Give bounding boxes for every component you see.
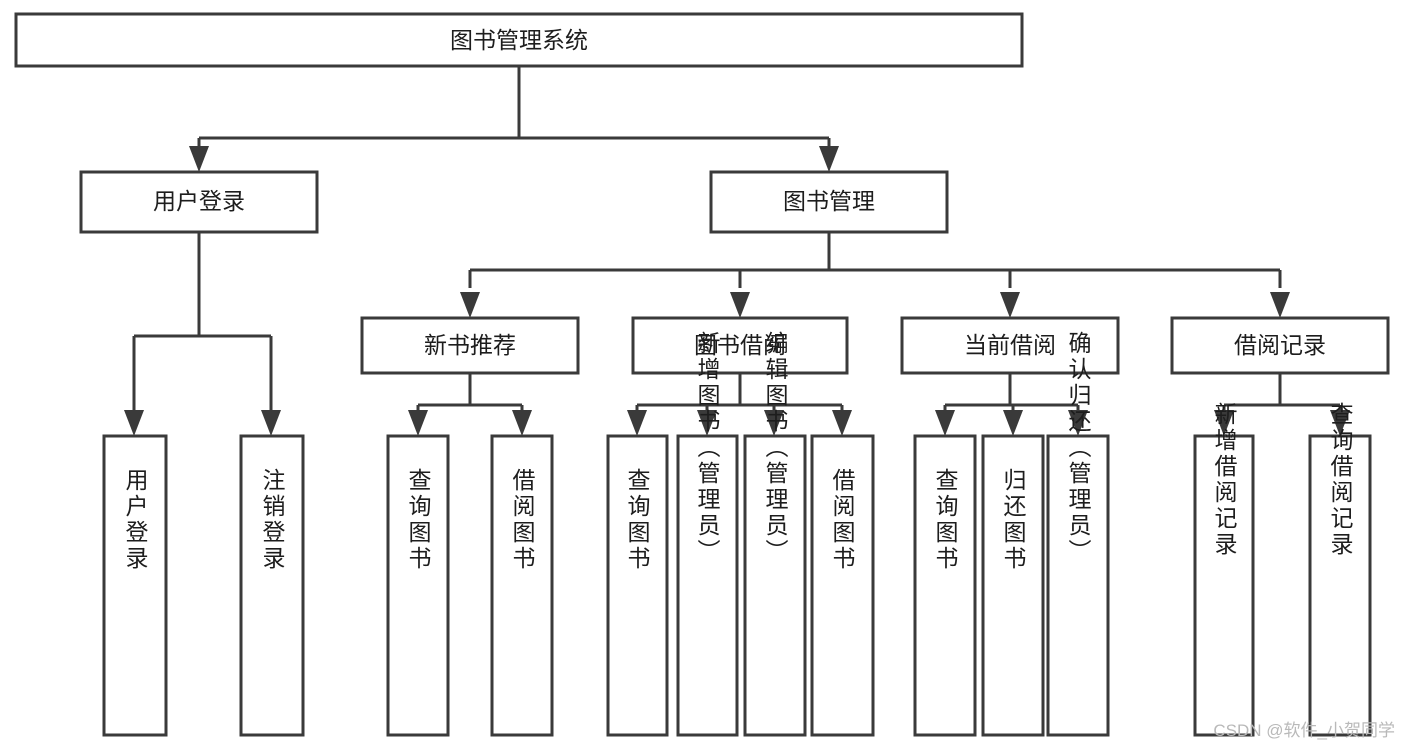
arrow-to-leaf-borrow-book-1 [512,410,532,436]
node-root-label: 图书管理系统 [450,27,588,53]
connector-group-book-borrow [635,373,844,412]
node-book-manage[interactable]: 图书管理 [709,170,949,234]
node-leaf-return-book-label: 归还图书 [1000,468,1027,572]
arrow-to-leaf-return-book [1003,410,1023,436]
connector-group-borrow-record [1222,373,1342,412]
arrow-to-leaf-logout-login [261,410,281,436]
node-leaf-query-record[interactable]: 查询借阅记录 [1308,402,1372,737]
node-user-login[interactable]: 用户登录 [79,170,319,234]
arrow-to-leaf-query-book-3 [935,410,955,436]
node-leaf-user-login-label: 用户登录 [122,468,149,572]
node-current-borrow[interactable]: 当前借阅 [900,316,1120,375]
node-leaf-borrow-book-1-label: 借阅图书 [509,468,536,572]
node-leaf-add-book[interactable]: 新增图书（管理员） [676,331,739,737]
arrow-to-borrow-record [1270,292,1290,318]
connector-group-current-borrow [943,373,1080,412]
node-user-login-label: 用户登录 [153,188,245,214]
arrow-to-new-book-recommend [460,292,480,318]
node-leaf-query-record-label: 查询借阅记录 [1327,402,1354,558]
node-leaf-query-book-2[interactable]: 查询图书 [606,434,669,737]
connector-group-new-book-recommend [416,373,524,412]
node-book-manage-label: 图书管理 [783,188,875,214]
node-leaf-borrow-book-1[interactable]: 借阅图书 [490,434,554,737]
node-root[interactable]: 图书管理系统 [14,12,1024,68]
node-leaf-add-book-label: 新增图书（管理员） [694,331,721,565]
arrow-to-current-borrow [1000,292,1020,318]
arrow-to-leaf-query-book-2 [627,410,647,436]
node-borrow-record[interactable]: 借阅记录 [1170,316,1390,375]
node-leaf-query-book-1-label: 查询图书 [405,468,432,572]
node-book-borrow[interactable]: 图书借阅 [631,316,849,375]
node-borrow-record-label: 借阅记录 [1234,332,1326,358]
node-leaf-logout-login[interactable]: 注销登录 [239,434,305,737]
arrow-to-leaf-query-book-1 [408,410,428,436]
node-leaf-borrow-book-2[interactable]: 借阅图书 [810,434,875,737]
arrow-to-book-manage [819,146,839,172]
node-leaf-add-record[interactable]: 新增借阅记录 [1193,402,1255,737]
node-leaf-borrow-book-2-label: 借阅图书 [829,468,856,572]
node-leaf-query-book-1[interactable]: 查询图书 [386,434,450,737]
node-leaf-edit-book[interactable]: 编辑图书（管理员） [743,331,807,737]
arrow-to-leaf-borrow-book-2 [832,410,852,436]
node-current-borrow-label: 当前借阅 [964,332,1056,358]
node-leaf-confirm-return-label: 确认归还（管理员） [1065,331,1092,565]
node-leaf-user-login[interactable]: 用户登录 [102,434,168,737]
connector-group-root [197,66,831,148]
node-book-borrow-label: 图书借阅 [694,332,786,358]
connector-group-book-manage [468,232,1282,288]
arrow-to-user-login [189,146,209,172]
node-leaf-query-book-3-label: 查询图书 [932,468,959,572]
arrow-to-leaf-user-login [124,410,144,436]
node-leaf-edit-book-label: 编辑图书（管理员） [762,331,789,565]
node-leaf-query-book-2-label: 查询图书 [624,468,651,572]
node-leaf-query-book-3[interactable]: 查询图书 [913,434,977,737]
node-new-book-recommend-label: 新书推荐 [424,332,516,358]
node-new-book-recommend[interactable]: 新书推荐 [360,316,580,375]
node-leaf-logout-login-label: 注销登录 [259,468,286,572]
node-leaf-confirm-return[interactable]: 确认归还（管理员） [1046,331,1110,737]
connector-group-user-login [132,232,273,412]
arrow-to-book-borrow [730,292,750,318]
node-leaf-add-record-label: 新增借阅记录 [1211,402,1238,558]
node-leaf-return-book[interactable]: 归还图书 [981,434,1045,737]
